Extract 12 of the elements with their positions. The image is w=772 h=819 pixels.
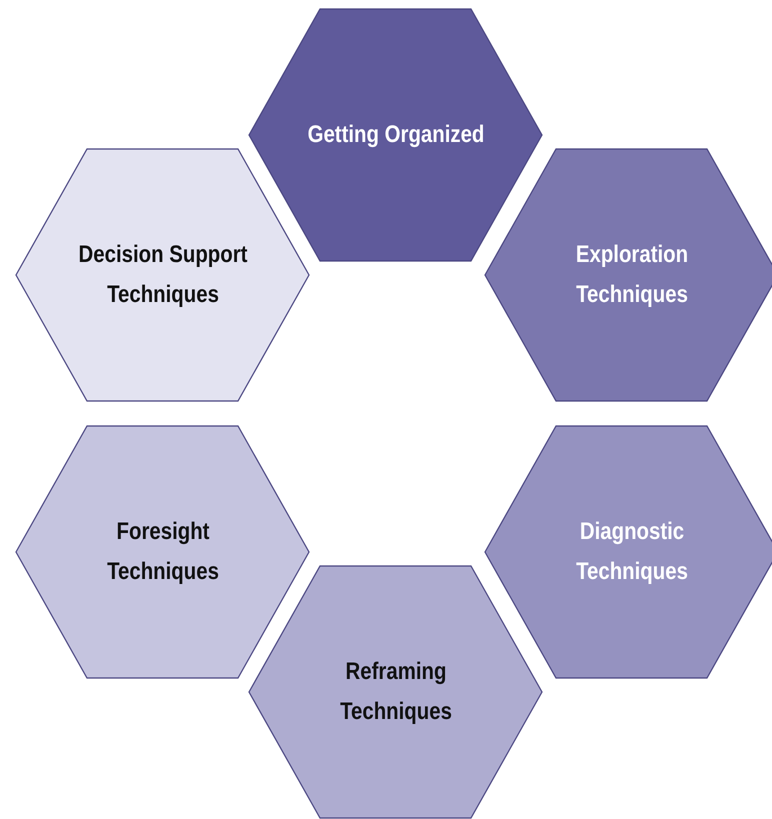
hexagon [15, 148, 310, 402]
hexagon [248, 565, 543, 819]
hexagon [484, 148, 772, 402]
hexagon-label: Decision Support Techniques [77, 240, 248, 310]
hexagon-label: Diagnostic Techniques [574, 517, 688, 587]
hexagon [15, 425, 310, 679]
hexagon-label: Getting Organized [306, 120, 485, 150]
hexagon [484, 425, 772, 679]
hexagon-label: Reframing Techniques [338, 657, 452, 727]
hexagon [248, 8, 543, 262]
hexagon-label: Exploration Techniques [574, 240, 689, 310]
hexagon-label: Foresight Techniques [106, 517, 220, 587]
